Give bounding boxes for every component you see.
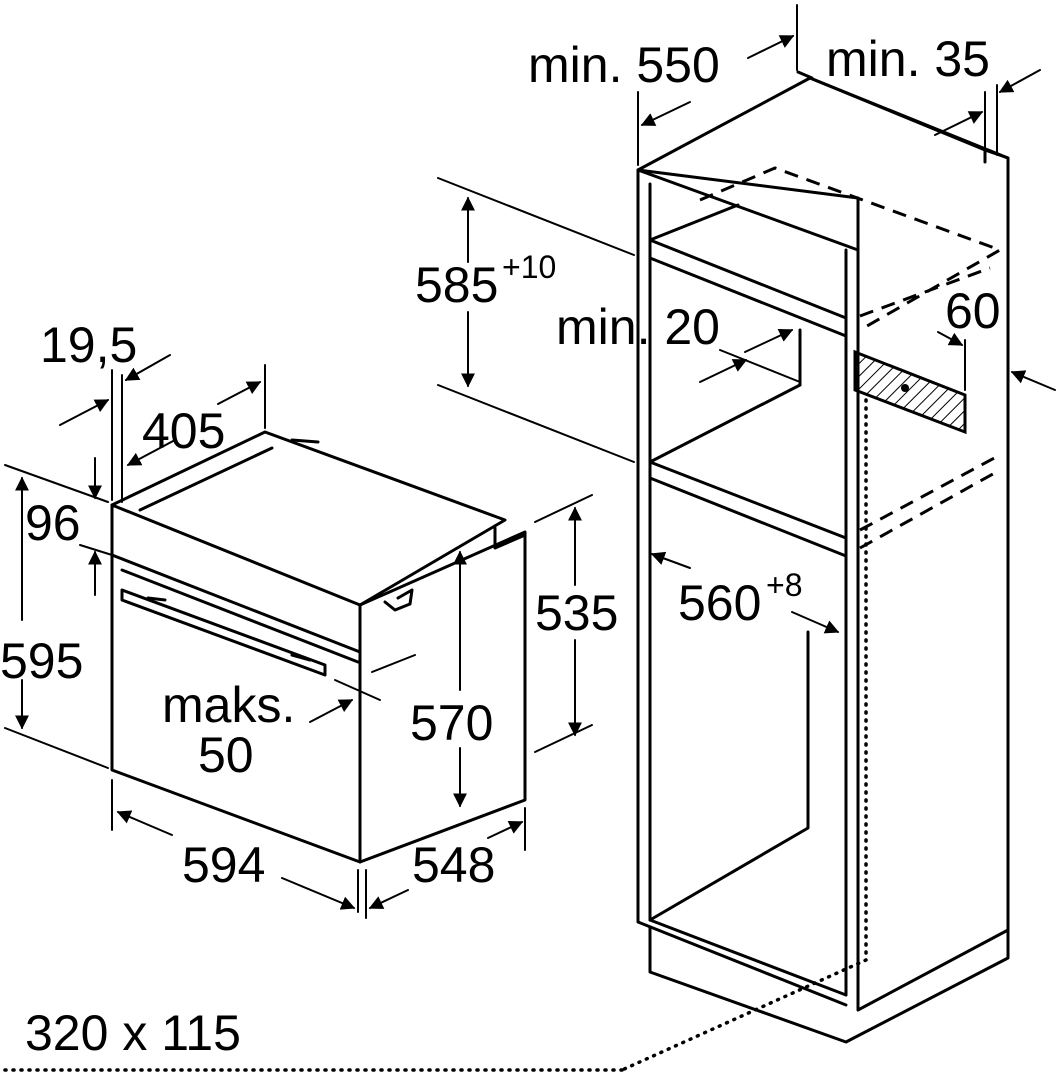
dim-405-arrow-right <box>217 381 262 405</box>
cabinet-top-back <box>808 76 1010 160</box>
oven-handle-mount-right <box>290 653 312 662</box>
label-560-tolerance: +8 <box>766 567 802 603</box>
cabinet-dashed-hob-outline <box>699 166 1004 332</box>
dim-535-ext-bottom <box>534 724 593 753</box>
dim-50-arrow <box>309 699 354 723</box>
cabinet-vent-hatch <box>853 349 967 435</box>
dim-20-arrow-upper <box>744 329 794 353</box>
dim-535-ext-top <box>534 494 593 523</box>
dim-548-arrow-left <box>368 889 409 909</box>
dim-19-arrow-right <box>124 354 171 381</box>
cabinet-vent-screw-icon <box>901 384 909 392</box>
dim-50-line-right <box>371 654 416 673</box>
oven-side-notch <box>493 526 527 550</box>
cabinet-upper-shelf <box>648 203 848 338</box>
dim-560-arrow-left <box>650 551 691 569</box>
label-min-35: min. 35 <box>826 31 990 87</box>
oven-door-handle <box>120 588 327 677</box>
oven-top <box>110 430 507 607</box>
dim-20-arrow-lower <box>699 359 748 383</box>
oven-top-inner <box>138 438 320 512</box>
label-maks: maks. <box>162 677 295 733</box>
label-570: 570 <box>410 695 493 751</box>
dim-594-arrow-left <box>116 810 173 836</box>
dim-50-ext <box>334 679 381 701</box>
dim-595-ext-bottom <box>4 727 109 769</box>
label-585-tolerance: +10 <box>502 249 556 285</box>
label-595: 595 <box>0 633 83 689</box>
dim-35-arrow-left <box>934 111 984 136</box>
label-vent-opening: 320 x 115 <box>25 1005 241 1061</box>
label-548: 548 <box>412 837 495 893</box>
dim-585-ext-top <box>437 177 635 256</box>
cabinet-top-plinth <box>796 70 987 164</box>
dim-405-arrow-left <box>126 439 176 466</box>
cabinet-front-outline <box>636 76 1010 1012</box>
oven-control-panel-band <box>110 553 362 654</box>
oven-door-top-edge <box>120 568 360 664</box>
dim-60-arrow <box>937 331 964 346</box>
label-535: 535 <box>535 585 618 641</box>
label-min-550: min. 550 <box>528 37 720 93</box>
dim-96-ext <box>79 544 113 556</box>
dim-560-arrow-right <box>791 611 840 634</box>
label-19-5: 19,5 <box>40 317 137 373</box>
dim-594-arrow-right <box>281 877 356 910</box>
label-405: 405 <box>142 403 225 459</box>
label-585: 585 <box>415 257 498 313</box>
label-50: 50 <box>198 727 254 783</box>
label-96: 96 <box>25 495 81 551</box>
oven-drawing: 19,5 405 96 595 maks. 50 570 535 <box>0 317 618 919</box>
cabinet-dashed-shelf <box>859 453 1001 550</box>
dim-19-arrow-left <box>59 399 110 426</box>
label-594: 594 <box>182 837 265 893</box>
dim-550-arrow-right <box>747 35 795 59</box>
cabinet-bottom-shelf <box>648 630 848 997</box>
oven-side-grip-icon <box>383 588 414 612</box>
dim-35-arrow-right <box>998 69 1041 93</box>
label-60: 60 <box>945 283 1001 339</box>
dim-585-ext-bottom <box>437 384 635 463</box>
cabinet-front-left-edge <box>636 168 848 1007</box>
cabinet-middle-shelf <box>648 383 848 558</box>
label-560: 560 <box>678 575 761 631</box>
dim-548-arrow-right <box>487 821 524 839</box>
dim-595-ext-top <box>4 464 109 503</box>
dim-60-arrow-right <box>1010 370 1056 391</box>
cabinet-drawing: min. 550 min. 35 585 +10 min. 20 60 560 … <box>3 4 1056 1072</box>
dim-550-arrow-left <box>640 101 691 126</box>
cabinet-plinth <box>648 926 1010 1044</box>
cabinet-dotted-vent-path <box>620 398 868 1072</box>
oven-side <box>358 530 527 864</box>
dim-20-ext <box>719 349 801 383</box>
cabinet-top-front-edge <box>636 168 860 252</box>
label-min-20: min. 20 <box>556 299 720 355</box>
oven-handle-mount-left <box>146 596 167 602</box>
